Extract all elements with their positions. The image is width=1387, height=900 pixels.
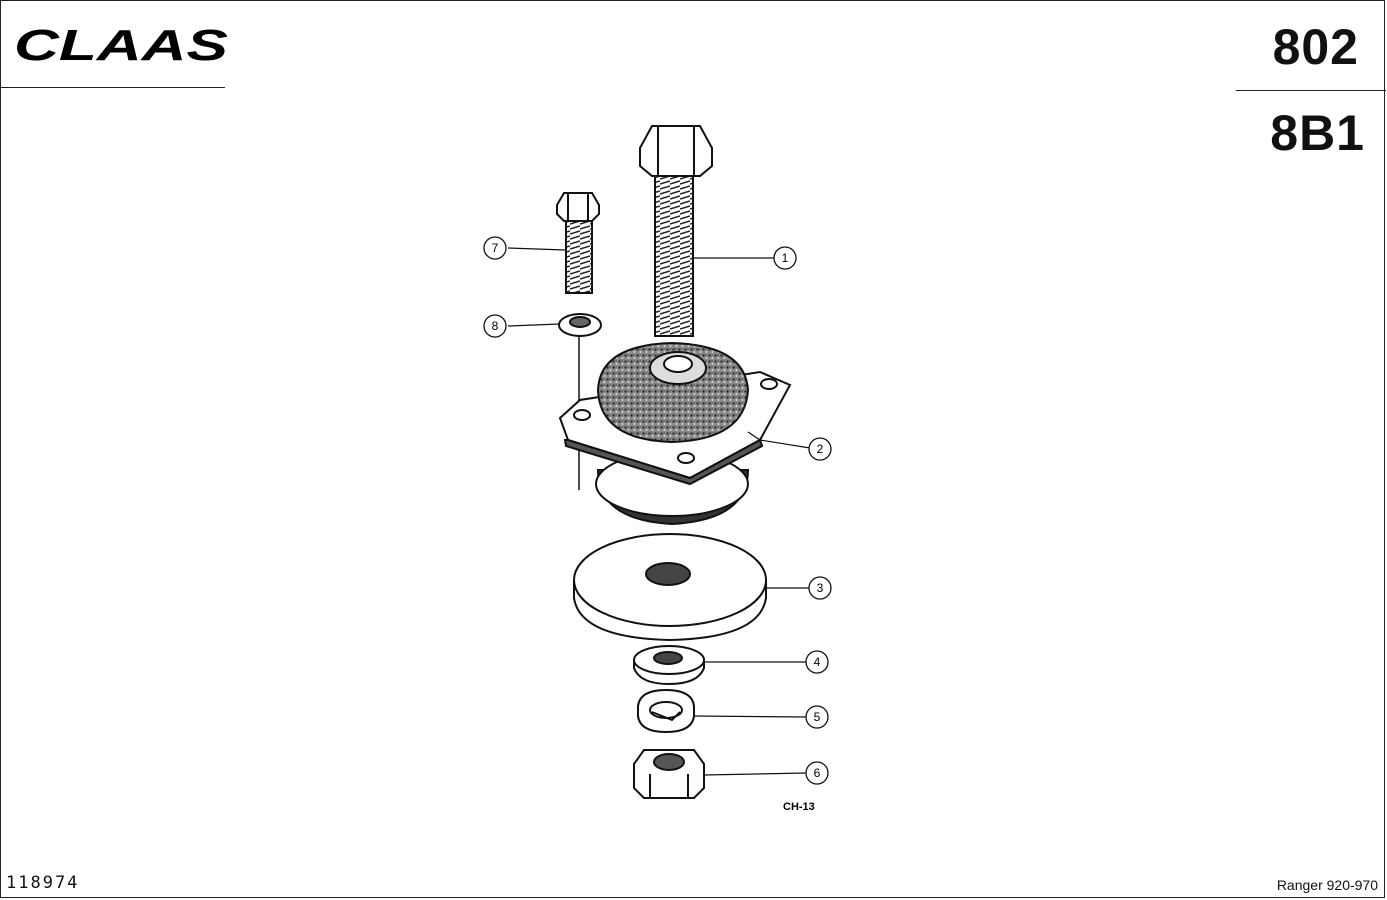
callout-3: 3 — [808, 576, 832, 600]
long-bolt — [639, 125, 713, 337]
callout-4: 4 — [805, 650, 829, 674]
short-bolt — [556, 192, 600, 294]
callout-1-label: 1 — [782, 251, 789, 265]
callout-4-label: 4 — [814, 655, 821, 669]
callout-2-label: 2 — [817, 442, 824, 456]
callout-5-label: 5 — [814, 710, 821, 724]
small-washer — [558, 313, 602, 490]
section-code: 8B1 — [1270, 105, 1365, 161]
header-divider-right — [1236, 90, 1386, 91]
logo-text: CLAAS — [14, 22, 228, 64]
hex-nut — [633, 749, 705, 799]
callout-2: 2 — [808, 437, 832, 461]
flat-washer — [633, 645, 705, 686]
callout-7: 7 — [483, 236, 507, 260]
document-number: 118974 — [6, 873, 80, 893]
callout-6-label: 6 — [814, 766, 821, 780]
callout-6: 6 — [805, 761, 829, 785]
header-divider-left — [0, 87, 225, 88]
rubber-mount — [558, 341, 792, 526]
page-number: 802 — [1272, 19, 1359, 75]
callout-8-label: 8 — [492, 319, 499, 333]
claas-logo: CLAAS — [14, 22, 228, 64]
callout-1: 1 — [773, 246, 797, 270]
callout-7-label: 7 — [492, 241, 499, 255]
leader-lines — [507, 247, 811, 776]
drawing-code: CH-13 — [783, 801, 815, 813]
callout-8: 8 — [483, 314, 507, 338]
callout-5: 5 — [805, 705, 829, 729]
large-disc — [573, 533, 767, 642]
model-range: Ranger 920-970 — [1276, 877, 1378, 893]
spring-washer — [637, 688, 695, 734]
callout-3-label: 3 — [817, 581, 824, 595]
